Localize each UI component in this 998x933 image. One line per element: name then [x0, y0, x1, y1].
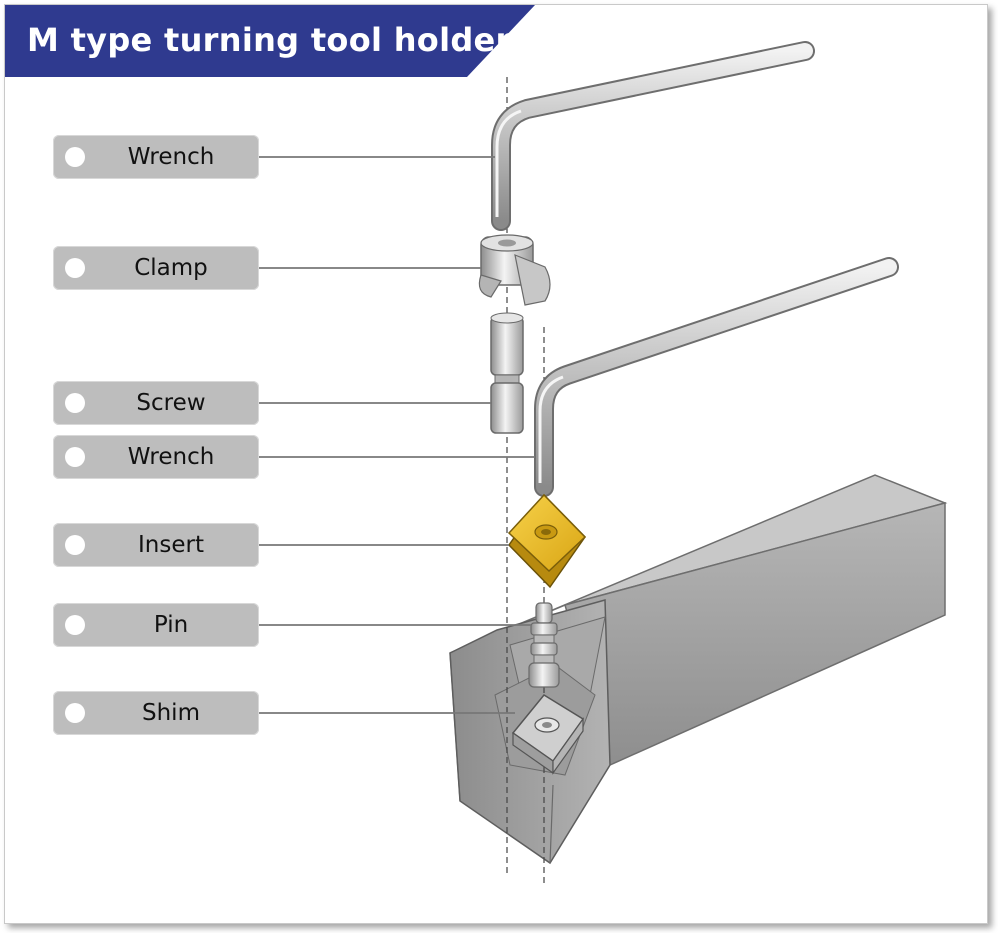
- diagram-frame: M type turning tool holder Wrench Clamp …: [4, 4, 988, 924]
- label-text: Pin: [153, 612, 189, 638]
- insert-shape: [507, 493, 587, 589]
- label-text: Screw: [136, 390, 206, 416]
- label-clamp: Clamp: [53, 246, 259, 290]
- label-text: Clamp: [134, 255, 208, 281]
- bullet-dot: [65, 258, 85, 278]
- screw-shape: [490, 312, 524, 434]
- label-text: Wrench: [127, 144, 215, 170]
- label-text: Shim: [142, 700, 200, 726]
- bullet-dot: [65, 535, 85, 555]
- shim-shape: [511, 694, 585, 775]
- label-shim: Shim: [53, 691, 259, 735]
- bullet-dot: [65, 615, 85, 635]
- leader-lines: [257, 156, 535, 714]
- exploded-view-illustration: [257, 41, 948, 885]
- wrench-lower-shape: [534, 257, 899, 497]
- page-title: M type turning tool holder: [27, 21, 512, 59]
- clamp-shape: [478, 234, 551, 306]
- label-text: Insert: [138, 532, 204, 558]
- label-wrench-lower: Wrench: [53, 435, 259, 479]
- label-wrench-top: Wrench: [53, 135, 259, 179]
- bullet-dot: [65, 147, 85, 167]
- wrench-top-shape: [491, 41, 815, 231]
- label-screw: Screw: [53, 381, 259, 425]
- bullet-dot: [65, 447, 85, 467]
- title-banner: M type turning tool holder: [5, 5, 545, 83]
- bullet-dot: [65, 703, 85, 723]
- label-text: Wrench: [127, 444, 215, 470]
- pin-shape: [528, 602, 560, 688]
- bullet-dot: [65, 393, 85, 413]
- label-insert: Insert: [53, 523, 259, 567]
- label-pin: Pin: [53, 603, 259, 647]
